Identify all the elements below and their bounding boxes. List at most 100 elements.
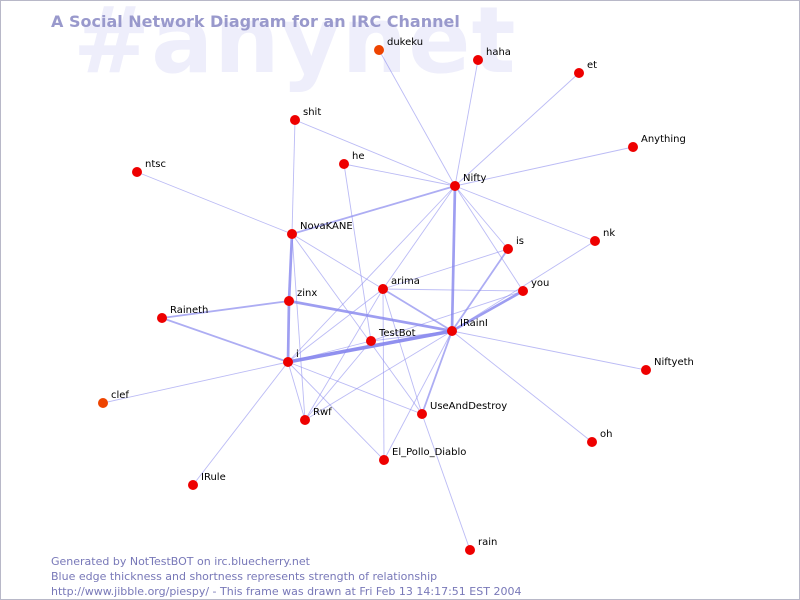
node-dot [473, 55, 483, 65]
edge-et-Nifty [454, 72, 580, 187]
node-dot [574, 68, 584, 78]
node-dot [641, 365, 651, 375]
node-label: IRule [201, 472, 226, 483]
node-label: Anything [641, 134, 686, 145]
node-dot [503, 244, 513, 254]
edge-TestBot-Rwf [304, 340, 372, 421]
node-dot [378, 284, 388, 294]
node-label: TestBot [378, 328, 416, 339]
node-ntsc: ntsc [132, 159, 166, 177]
node-Anything: Anything [628, 134, 686, 152]
node-label: ntsc [145, 159, 166, 170]
node-label: oh [600, 429, 612, 440]
node-dot [284, 296, 294, 306]
node-label: shit [303, 107, 321, 118]
edge-you-arima [382, 288, 524, 292]
node-El_Pollo_Diablo: El_Pollo_Diablo [379, 447, 466, 465]
node-dot [188, 480, 198, 490]
footer: Generated by NotTestBOT on irc.bluecherr… [51, 554, 521, 599]
edge-i-IRule [192, 361, 289, 486]
edge-i-clef [102, 361, 289, 404]
node-IRule: IRule [188, 472, 226, 490]
node-dot [287, 229, 297, 239]
edge-layer [102, 49, 647, 551]
node-label: clef [111, 390, 129, 401]
edge-zinx-IRainI [288, 299, 453, 333]
node-rain: rain [465, 537, 497, 555]
node-UseAndDestroy: UseAndDestroy [417, 401, 507, 419]
node-Raineth: Raineth [157, 305, 208, 323]
node-label: NovaKANE [300, 221, 353, 232]
node-dot [283, 357, 293, 367]
edge-shit-Nifty [294, 119, 456, 187]
footer-legend: Blue edge thickness and shortness repres… [51, 570, 438, 583]
edge-IRainI-Niftyeth [451, 330, 647, 371]
edge-IRainI-UseAndDestroy [421, 330, 453, 415]
channel-watermark: #anynet [73, 0, 517, 94]
edge-he-TestBot [343, 163, 372, 342]
node-NovaKANE: NovaKANE [287, 221, 353, 239]
node-label: El_Pollo_Diablo [392, 447, 466, 458]
edge-shit-NovaKANE [291, 119, 296, 235]
node-label: haha [486, 47, 511, 58]
node-dot [379, 455, 389, 465]
edge-zinx-i [286, 300, 291, 363]
edge-Nifty-arima [382, 185, 456, 290]
edge-NovaKANE-zinx [287, 233, 294, 302]
edge-Nifty-nk [454, 185, 596, 242]
edge-NovaKANE-Rwf [291, 233, 306, 421]
edge-NovaKANE-arima [291, 233, 384, 290]
edge-nk-IRainI [451, 240, 596, 332]
edge-zinx-Raineth [161, 300, 290, 319]
node-label: nk [603, 228, 615, 239]
edge-arima-IRainI [382, 288, 453, 332]
node-dukeku: dukeku [374, 37, 423, 55]
node-label: Rwf [313, 407, 332, 418]
edge-i-UseAndDestroy [287, 361, 423, 415]
node-Nifty: Nifty [450, 173, 487, 191]
edge-IRainI-oh [451, 330, 593, 443]
node-et: et [574, 60, 597, 78]
edge-UseAndDestroy-rain [421, 413, 471, 551]
edge-arima-UseAndDestroy [382, 288, 423, 415]
edge-NovaKANE-UseAndDestroy [291, 233, 423, 415]
node-Rwf: Rwf [300, 407, 332, 425]
edge-i-El_Pollo_Diablo [287, 361, 385, 461]
node-shit: shit [290, 107, 321, 125]
edge-i-IRainI [287, 329, 453, 364]
node-clef: clef [98, 390, 129, 408]
node-i: i [283, 349, 299, 367]
node-dot [300, 415, 310, 425]
node-label: IRainI [460, 318, 488, 329]
node-dot [98, 398, 108, 408]
edge-arima-Rwf [304, 288, 384, 421]
node-label: rain [478, 537, 497, 548]
node-is: is [503, 236, 524, 254]
edge-Nifty-NovaKANE [291, 185, 456, 235]
edge-Nifty-i [287, 185, 456, 363]
node-label: zinx [297, 288, 317, 299]
node-dot [290, 115, 300, 125]
node-haha: haha [473, 47, 511, 65]
diagram-title: A Social Network Diagram for an IRC Chan… [51, 12, 460, 31]
edge-Anything-Nifty [454, 146, 634, 187]
node-he: he [339, 151, 365, 169]
node-dot [518, 286, 528, 296]
edge-haha-Nifty [454, 59, 479, 187]
node-label: i [296, 349, 299, 360]
node-label: Raineth [170, 305, 208, 316]
node-dot [590, 236, 600, 246]
edge-arima-i [287, 288, 384, 363]
node-dot [366, 336, 376, 346]
node-label: et [587, 60, 597, 71]
edge-dukeku-Nifty [378, 49, 456, 187]
node-label: dukeku [387, 37, 423, 48]
footer-generated: Generated by NotTestBOT on irc.bluecherr… [51, 555, 310, 568]
node-dot [132, 167, 142, 177]
node-dot [628, 142, 638, 152]
edge-is-arima [382, 248, 509, 290]
node-label: you [531, 278, 549, 289]
edge-Nifty-is [454, 185, 509, 250]
